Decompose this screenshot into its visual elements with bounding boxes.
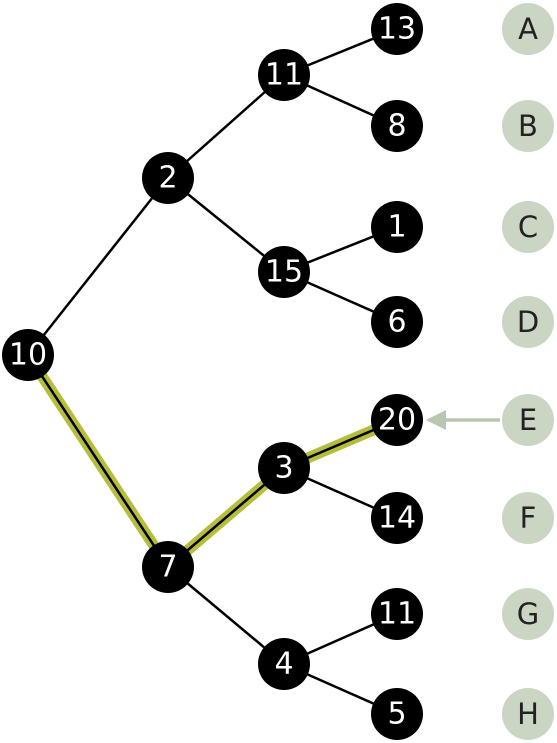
tree-nodes: 10 2 7 11 15 3 4 13	[2, 3, 423, 740]
node-value: 14	[378, 501, 416, 536]
node-value: 4	[274, 647, 293, 682]
node-circle	[2, 329, 54, 381]
node-circle	[371, 100, 423, 152]
node-circle	[371, 688, 423, 740]
left-arrow-icon	[426, 410, 500, 430]
leaf-node-b: 8	[371, 100, 423, 152]
node-circle	[371, 394, 423, 446]
label-letter: A	[518, 12, 538, 46]
edge-root-7	[26, 353, 170, 569]
outcome-label-d: D	[502, 296, 554, 348]
outcome-label-e: E	[502, 394, 554, 446]
node-value: 6	[387, 305, 406, 340]
label-letter: D	[517, 305, 539, 339]
leaf-node-a: 13	[371, 3, 423, 55]
outcome-label-h: H	[502, 688, 554, 740]
node-value: 11	[378, 597, 416, 632]
node-l2-c: 3	[258, 442, 310, 494]
label-circle	[502, 394, 554, 446]
node-circle	[371, 492, 423, 544]
leaf-node-e: 20	[371, 394, 423, 446]
leaf-node-d: 6	[371, 296, 423, 348]
node-l1-bottom: 7	[142, 541, 194, 593]
label-circle	[502, 588, 554, 640]
node-circle	[258, 638, 310, 690]
node-circle	[142, 541, 194, 593]
node-circle	[371, 588, 423, 640]
node-circle	[371, 201, 423, 253]
highlighted-path	[22, 349, 403, 573]
leaf-node-g: 11	[371, 588, 423, 640]
node-value: 5	[387, 697, 406, 732]
node-l2-b: 15	[258, 246, 310, 298]
node-value: 20	[378, 403, 416, 438]
node-value: 11	[265, 58, 303, 93]
tree-edges	[26, 27, 399, 716]
label-letter: F	[520, 501, 537, 535]
node-circle	[258, 49, 310, 101]
node-l2-d: 4	[258, 638, 310, 690]
label-circle	[502, 3, 554, 55]
node-value: 8	[387, 109, 406, 144]
outcome-label-f: F	[502, 492, 554, 544]
label-letter: G	[517, 597, 539, 631]
node-value: 1	[387, 210, 406, 245]
edge-root-2	[26, 176, 170, 357]
outcome-label-c: C	[502, 201, 554, 253]
label-letter: C	[518, 210, 538, 244]
label-letter: E	[519, 403, 537, 437]
outcome-labels: A B C D E F G H	[502, 3, 554, 740]
node-root: 10	[2, 329, 54, 381]
node-circle	[142, 152, 194, 204]
node-value: 3	[274, 451, 293, 486]
label-letter: H	[517, 697, 539, 731]
node-value: 10	[9, 338, 47, 373]
label-circle	[502, 296, 554, 348]
node-circle	[371, 296, 423, 348]
node-circle	[371, 3, 423, 55]
label-circle	[502, 100, 554, 152]
node-circle	[258, 246, 310, 298]
outcome-label-b: B	[502, 100, 554, 152]
node-value: 2	[158, 161, 177, 196]
leaf-node-c: 1	[371, 201, 423, 253]
node-value: 15	[265, 255, 303, 290]
outcome-label-g: G	[502, 588, 554, 640]
leaf-node-h: 5	[371, 688, 423, 740]
label-circle	[502, 688, 554, 740]
node-value: 13	[378, 12, 416, 47]
arrow-head	[426, 410, 446, 430]
outcome-label-a: A	[502, 3, 554, 55]
label-circle	[502, 201, 554, 253]
label-circle	[502, 492, 554, 544]
label-letter: B	[518, 109, 538, 143]
node-circle	[258, 442, 310, 494]
node-l1-top: 2	[142, 152, 194, 204]
node-value: 7	[158, 550, 177, 585]
leaf-node-f: 14	[371, 492, 423, 544]
node-l2-a: 11	[258, 49, 310, 101]
